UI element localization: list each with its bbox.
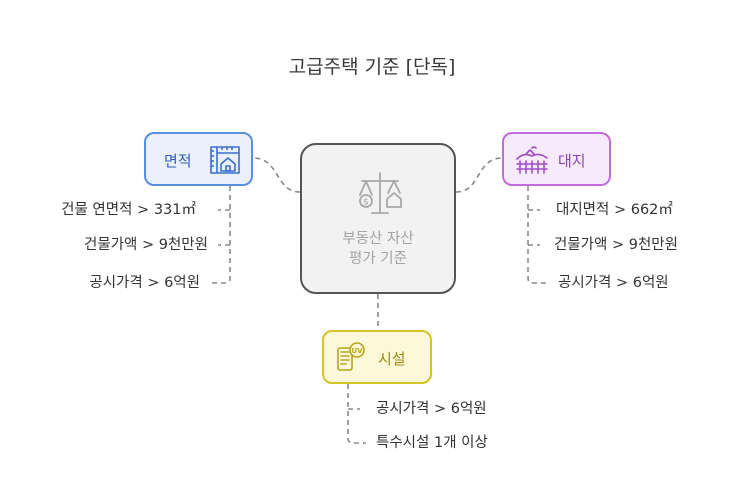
svg-text:$: $: [363, 198, 369, 208]
svg-text:UV: UV: [351, 347, 363, 355]
center-label-line-1: 부동산 자산: [342, 231, 414, 247]
facility-item-2: 특수시설 1개 이상: [376, 435, 488, 451]
area-item-3: 공시가격 > 6억원: [89, 275, 200, 291]
connector-area-items: [212, 186, 231, 284]
node-facility-label: 시설: [378, 350, 406, 368]
phone-uv-icon: UV: [337, 342, 365, 371]
land-fence-icon: [516, 146, 548, 174]
facility-item-1: 공시가격 > 6억원: [376, 401, 487, 417]
connector-center-area: [252, 157, 301, 193]
node-facility[interactable]: UV 시설: [322, 330, 432, 384]
node-land[interactable]: 대지: [502, 132, 611, 186]
scale-house-icon: $: [359, 172, 402, 214]
center-label-line-2: 평가 기준: [349, 251, 407, 267]
land-item-2: 건물가액 > 9천만원: [554, 237, 678, 253]
page-title: 고급주택 기준 [단독]: [288, 56, 456, 78]
center-node[interactable]: $ 부동산 자산 평가 기준: [300, 143, 456, 294]
node-area[interactable]: 면적: [144, 132, 253, 186]
connector-facility-items: [347, 384, 366, 444]
area-item-1: 건물 연면적 > 331㎡: [61, 202, 196, 218]
center-label: 부동산 자산 평가 기준: [302, 229, 454, 269]
node-land-label: 대지: [558, 152, 586, 170]
connector-center-land: [455, 157, 503, 193]
blueprint-house-icon: [210, 146, 240, 174]
land-item-1: 대지면적 > 662㎡: [556, 202, 673, 218]
node-area-label: 면적: [164, 152, 192, 170]
land-item-3: 공시가격 > 6억원: [558, 275, 669, 291]
connector-land-items: [527, 186, 546, 284]
area-item-2: 건물가액 > 9천만원: [84, 237, 208, 253]
